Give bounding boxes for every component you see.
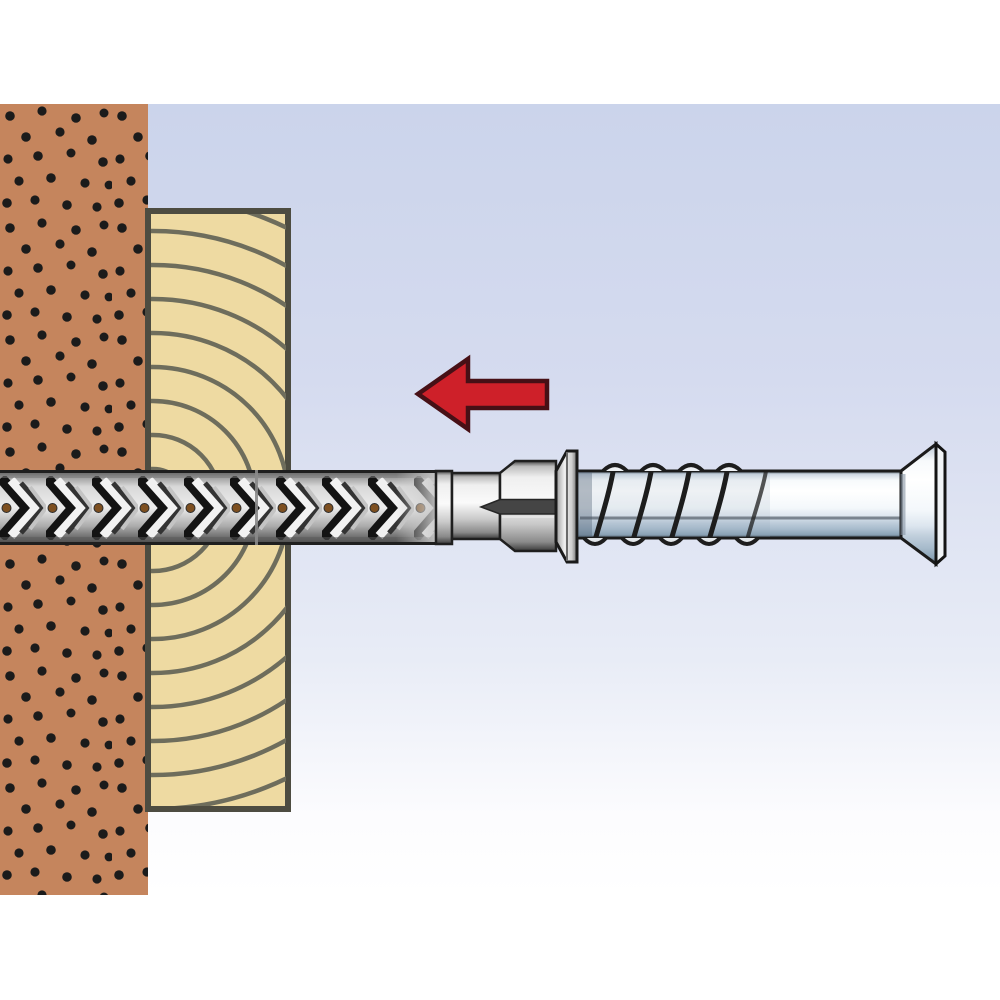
insertion-arrow-icon	[414, 354, 550, 434]
plug-chevron-shaft	[0, 470, 438, 545]
plug-collar-flange	[554, 449, 579, 564]
frame-plug	[0, 449, 579, 564]
countersunk-screw	[575, 440, 947, 568]
screw-head	[899, 440, 947, 568]
screw-head-face	[934, 440, 947, 568]
plug-expansion-slot	[478, 498, 559, 515]
screw-thread	[582, 463, 768, 546]
plug-expansion-sleeve	[434, 459, 559, 553]
